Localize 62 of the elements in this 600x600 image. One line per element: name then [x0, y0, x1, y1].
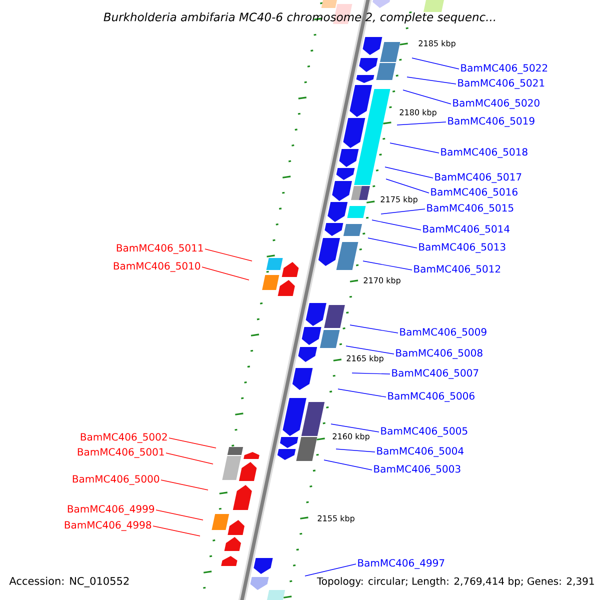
leader-line	[380, 208, 426, 214]
leader-line	[324, 460, 372, 470]
gene-label: BamMC406_4997	[358, 559, 444, 569]
gene-label: BamMC406_5019	[448, 117, 534, 127]
info-text: Topology: circular; Length: 2,769,414 bp; Genes: 2,391	[316, 576, 596, 588]
gene-label: BamMC406_5012	[414, 265, 500, 275]
leader-line	[156, 510, 204, 520]
gene-label: BamMC406_5017	[435, 173, 522, 183]
leader-line	[368, 238, 418, 248]
leader-line	[384, 166, 434, 178]
gene-label: BamMC406_5021	[458, 79, 544, 89]
gene-label: BamMC406_5002	[80, 433, 167, 443]
gene-label: BamMC406_5009	[400, 328, 486, 338]
leader-line	[352, 372, 390, 374]
scale-label: 2170 kbp	[364, 277, 400, 285]
leader-line	[386, 178, 430, 194]
gene-label: BamMC406_5010	[114, 262, 200, 272]
leader-line	[390, 142, 440, 154]
gene-label: BamMC406_5000	[72, 475, 160, 485]
gene-label: BamMC406_4999	[68, 505, 154, 515]
leader-line	[168, 438, 216, 448]
leader-line	[346, 346, 394, 354]
gene-label: BamMC406_5018	[441, 148, 528, 158]
leader-line	[304, 564, 356, 576]
leader-line	[204, 248, 252, 262]
leader-line	[166, 452, 214, 464]
gene-label: BamMC406_5006	[388, 392, 474, 402]
gene-label: BamMC406_5001	[78, 448, 164, 458]
scale-label: 2180 kbp	[400, 109, 436, 117]
leader-line	[372, 220, 422, 230]
leader-line	[402, 90, 452, 104]
gene-label: BamMC406_5013	[419, 243, 506, 253]
scale-label: 2165 kbp	[346, 355, 384, 363]
leader-line	[350, 324, 398, 334]
scale-label: 2185 kbp	[418, 40, 456, 48]
gene-label: BamMC406_5003	[374, 465, 460, 475]
gene-label: BamMC406_5022	[461, 64, 548, 74]
leader-line	[160, 480, 208, 490]
gene-label: BamMC406_5014	[423, 225, 510, 235]
gene-label: BamMC406_5020	[453, 99, 540, 109]
leader-line	[336, 448, 376, 452]
gene-label: BamMC406_5015	[427, 204, 514, 214]
leader-line	[202, 266, 250, 280]
gene-label: BamMC406_5004	[377, 447, 464, 457]
leader-line	[152, 526, 200, 536]
leader-line	[396, 122, 446, 126]
gene-label: BamMC406_5011	[116, 244, 203, 254]
info-text: Accession: NC_010552	[9, 576, 129, 588]
gene-label: BamMC406_5005	[381, 427, 468, 437]
leader-line	[338, 388, 386, 398]
scale-label: 2160 kbp	[332, 433, 370, 441]
leader-line	[406, 76, 456, 84]
scale-label: 2155 kbp	[318, 515, 354, 523]
leader-line	[330, 424, 380, 432]
gene-label: BamMC406_5007	[392, 369, 478, 379]
title: Burkholderia ambifaria MC40-6 chromosome 2, complete sequenc...	[104, 12, 496, 24]
gene-label: BamMC406_4998	[64, 521, 152, 531]
gene-label: BamMC406_5008	[396, 349, 482, 359]
scale-label: 2175 kbp	[380, 196, 418, 204]
leader-line	[362, 260, 412, 270]
gene-label: BamMC406_5016	[431, 188, 518, 198]
leader-line	[412, 58, 460, 70]
